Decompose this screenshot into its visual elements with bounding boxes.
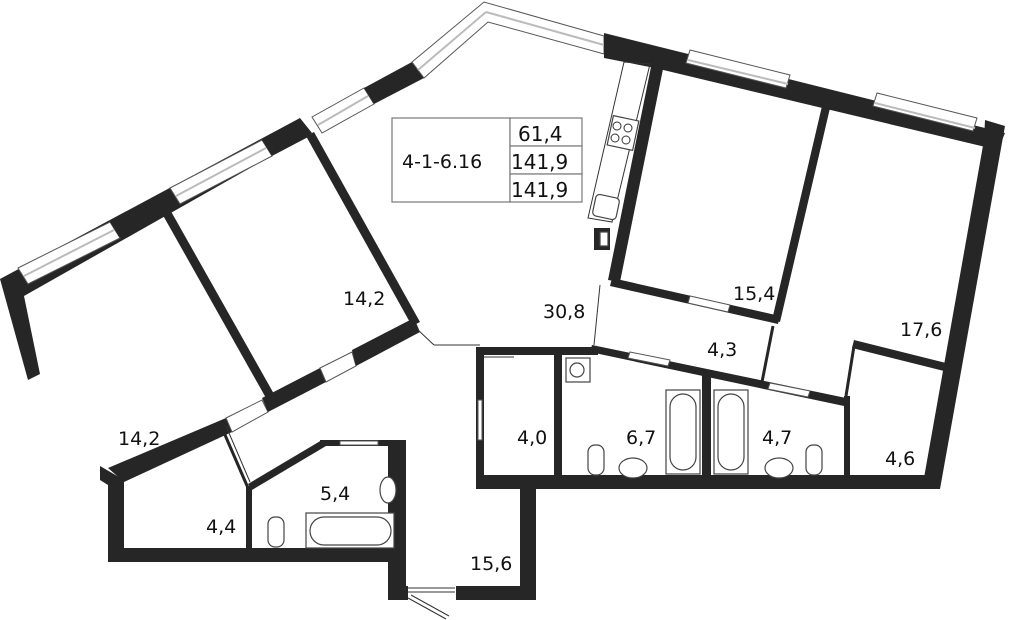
- toilet-icon: [587, 444, 605, 476]
- total-area-with-balcony-value: 141,9: [511, 178, 568, 202]
- room-area-label: 4,3: [707, 339, 737, 361]
- exterior-wall-bottom-left: [108, 548, 406, 562]
- room-area-label: 4,6: [885, 448, 915, 470]
- sink-icon: [764, 457, 794, 479]
- window-corner: [411, 1, 605, 79]
- room-area-label: 15,6: [470, 553, 512, 575]
- room-area-label: 17,6: [900, 319, 942, 341]
- room-area-label: 14,2: [118, 428, 160, 450]
- total-area-value: 141,9: [511, 150, 568, 174]
- exterior-wall-top-right: [604, 33, 1005, 150]
- room-area-label: 4,4: [206, 516, 236, 538]
- living-area-value: 61,4: [518, 122, 563, 146]
- toilet-icon: [267, 516, 285, 548]
- sink-icon: [618, 457, 648, 479]
- room-area-label: 30,8: [543, 301, 585, 323]
- room-area-label: 6,7: [626, 427, 656, 449]
- room-area-label: 4,0: [517, 427, 547, 449]
- kitchen-counter: [587, 61, 651, 223]
- interior-wall: [108, 418, 232, 482]
- stove-icon: [606, 114, 640, 152]
- room-area-label: 14,2: [343, 288, 385, 310]
- exterior-wall-right: [922, 120, 1005, 489]
- toilet-icon: [805, 444, 823, 476]
- room-area-label: 5,4: [320, 483, 350, 505]
- kitchen-sink-icon: [592, 193, 620, 221]
- apartment-info-table: 4-1-6.16 61,4 141,9 141,9: [391, 117, 583, 203]
- room-area-label: 4,7: [762, 427, 792, 449]
- sink-icon: [379, 476, 397, 504]
- apartment-id: 4-1-6.16: [402, 151, 482, 173]
- room-area-label: 15,4: [733, 283, 775, 305]
